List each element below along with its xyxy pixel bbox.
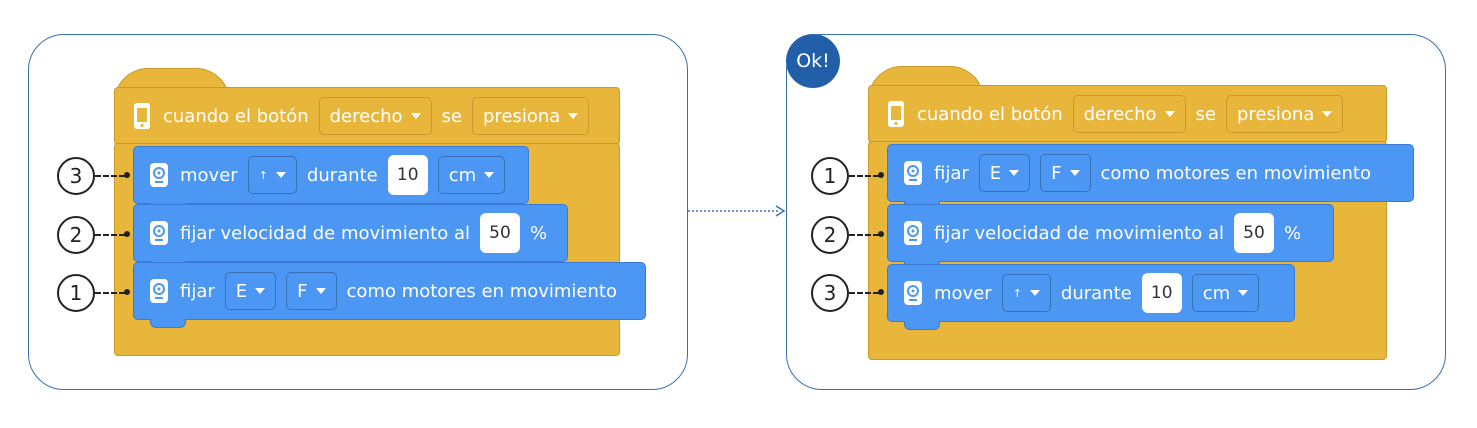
- motor2-dropdown[interactable]: F: [286, 272, 337, 310]
- chevron-down-icon: [1009, 170, 1020, 176]
- drivetrain-icon: [902, 218, 924, 248]
- chevron-down-icon: [484, 172, 495, 178]
- callout-dot: [124, 172, 130, 178]
- callout-left-1: 3: [57, 157, 95, 195]
- callout-leader: [849, 234, 879, 236]
- distance-input[interactable]: 10: [387, 155, 428, 195]
- motors-label: fijar: [934, 162, 969, 184]
- direction-value: ↑: [1012, 286, 1022, 300]
- block-notch: [904, 321, 940, 330]
- callout-leader: [95, 292, 125, 294]
- motors-block[interactable]: fijar E F como motores en movimiento: [133, 262, 646, 328]
- move-label: mover: [934, 282, 992, 304]
- button-dropdown-value: derecho: [329, 105, 403, 127]
- button-dropdown[interactable]: derecho: [1072, 95, 1186, 133]
- drivetrain-icon: [902, 158, 924, 188]
- unit-dropdown[interactable]: cm: [1191, 274, 1260, 312]
- speed-label: fijar velocidad de movimiento al: [180, 222, 470, 244]
- transition-arrow-icon: [688, 205, 786, 217]
- move-label: mover: [180, 164, 238, 186]
- button-dropdown-value: derecho: [1083, 103, 1157, 125]
- direction-dropdown[interactable]: ↑: [247, 156, 297, 194]
- chevron-down-icon: [275, 172, 286, 178]
- action-dropdown[interactable]: presiona: [471, 97, 590, 135]
- callout-leader: [849, 292, 879, 294]
- motor2-value: F: [1051, 162, 1062, 184]
- event-mid-label: se: [441, 105, 462, 127]
- motors-block[interactable]: fijar E F como motores en movimiento: [887, 144, 1414, 210]
- button-dropdown[interactable]: derecho: [318, 97, 432, 135]
- event-block-header[interactable]: cuando el botón derecho se presiona: [114, 87, 620, 145]
- motor2-dropdown[interactable]: F: [1040, 154, 1091, 192]
- callout-dot: [124, 289, 130, 295]
- brain-hub-icon: [131, 101, 153, 131]
- event-mid-label: se: [1195, 103, 1216, 125]
- event-prefix-label: cuando el botón: [917, 103, 1063, 125]
- distance-input[interactable]: 10: [1141, 273, 1182, 313]
- motors-label: fijar: [180, 280, 215, 302]
- direction-dropdown[interactable]: ↑: [1001, 274, 1051, 312]
- callout-left-3: 1: [57, 274, 95, 312]
- callout-leader: [95, 234, 125, 236]
- callout-dot: [124, 231, 130, 237]
- chevron-down-icon: [255, 288, 266, 294]
- unit-value: cm: [448, 164, 477, 186]
- speed-unit: %: [1284, 222, 1302, 244]
- chevron-down-icon: [568, 113, 579, 119]
- direction-value: ↑: [258, 168, 268, 182]
- during-label: durante: [306, 164, 378, 186]
- speed-block[interactable]: fijar velocidad de movimiento al 50 %: [887, 204, 1334, 270]
- callout-dot: [878, 231, 884, 237]
- move-block[interactable]: mover ↑ durante 10 cm: [133, 146, 529, 212]
- motor2-value: F: [297, 280, 308, 302]
- speed-input[interactable]: 50: [1234, 213, 1274, 253]
- drivetrain-icon: [148, 160, 170, 190]
- drivetrain-icon: [148, 276, 170, 306]
- drivetrain-icon: [148, 218, 170, 248]
- callout-right-1: 1: [811, 157, 849, 195]
- motors-suffix: como motores en movimiento: [346, 280, 617, 302]
- motor1-dropdown[interactable]: E: [978, 154, 1031, 192]
- action-dropdown[interactable]: presiona: [1225, 95, 1344, 133]
- drivetrain-icon: [902, 278, 924, 308]
- motor1-dropdown[interactable]: E: [224, 272, 277, 310]
- motor1-value: E: [235, 280, 248, 302]
- callout-leader: [849, 175, 879, 177]
- ok-badge: Ok!: [786, 34, 840, 88]
- action-dropdown-value: presiona: [482, 105, 561, 127]
- speed-block[interactable]: fijar velocidad de movimiento al 50 %: [133, 204, 568, 270]
- unit-value: cm: [1202, 282, 1231, 304]
- speed-input[interactable]: 50: [480, 213, 520, 253]
- callout-right-2: 2: [811, 216, 849, 254]
- chevron-down-icon: [410, 113, 421, 119]
- callout-dot: [878, 172, 884, 178]
- event-block-header[interactable]: cuando el botón derecho se presiona: [868, 85, 1387, 143]
- chevron-down-icon: [315, 288, 326, 294]
- motor1-value: E: [989, 162, 1002, 184]
- chevron-down-icon: [1322, 111, 1333, 117]
- callout-left-2: 2: [57, 216, 95, 254]
- block-notch: [150, 319, 186, 328]
- move-block[interactable]: mover ↑ durante 10 cm: [887, 264, 1295, 330]
- speed-label: fijar velocidad de movimiento al: [934, 222, 1224, 244]
- chevron-down-icon: [1164, 111, 1175, 117]
- chevron-down-icon: [1029, 290, 1040, 296]
- callout-leader: [95, 175, 125, 177]
- chevron-down-icon: [1069, 170, 1080, 176]
- motors-suffix: como motores en movimiento: [1100, 162, 1371, 184]
- callout-right-3: 3: [811, 274, 849, 312]
- unit-dropdown[interactable]: cm: [437, 156, 506, 194]
- chevron-down-icon: [1238, 290, 1249, 296]
- action-dropdown-value: presiona: [1236, 103, 1315, 125]
- brain-hub-icon: [885, 99, 907, 129]
- during-label: durante: [1060, 282, 1132, 304]
- speed-unit: %: [530, 222, 548, 244]
- callout-dot: [878, 289, 884, 295]
- event-prefix-label: cuando el botón: [163, 105, 309, 127]
